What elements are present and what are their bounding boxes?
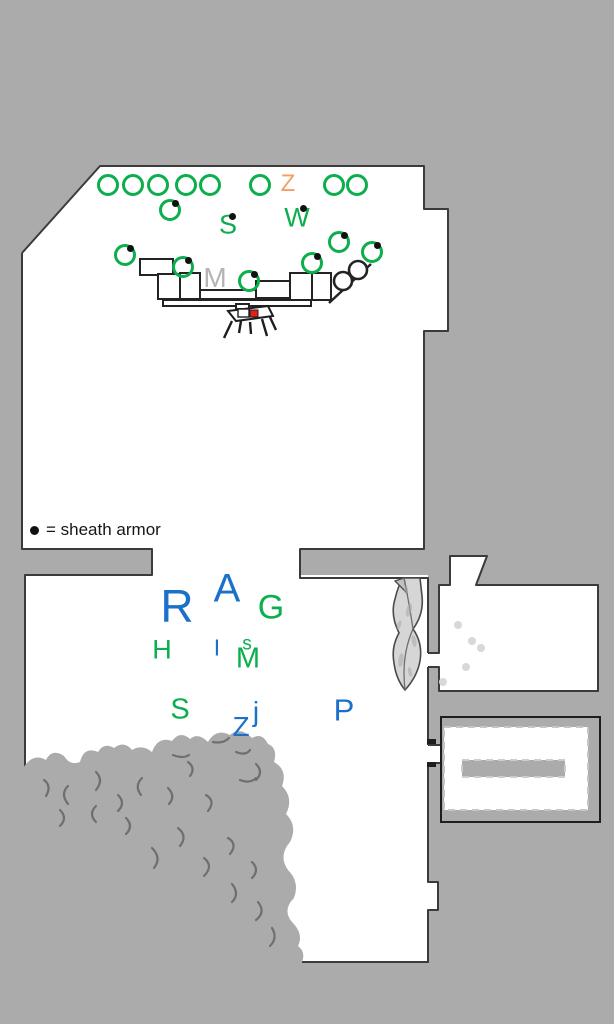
throne-red-marker bbox=[249, 309, 259, 318]
throne bbox=[222, 304, 278, 339]
legend-text: = sheath armor bbox=[46, 520, 161, 539]
treasure-room bbox=[440, 716, 601, 823]
rubble bbox=[18, 731, 304, 968]
map-walls bbox=[21, 165, 599, 967]
sheath-armor-dot bbox=[30, 525, 39, 535]
black-ring bbox=[332, 270, 354, 292]
black-ring bbox=[347, 259, 369, 281]
furniture bbox=[139, 258, 372, 310]
legend: = sheath armor bbox=[30, 520, 161, 540]
door-jambs bbox=[427, 739, 436, 767]
banner bbox=[392, 577, 424, 692]
